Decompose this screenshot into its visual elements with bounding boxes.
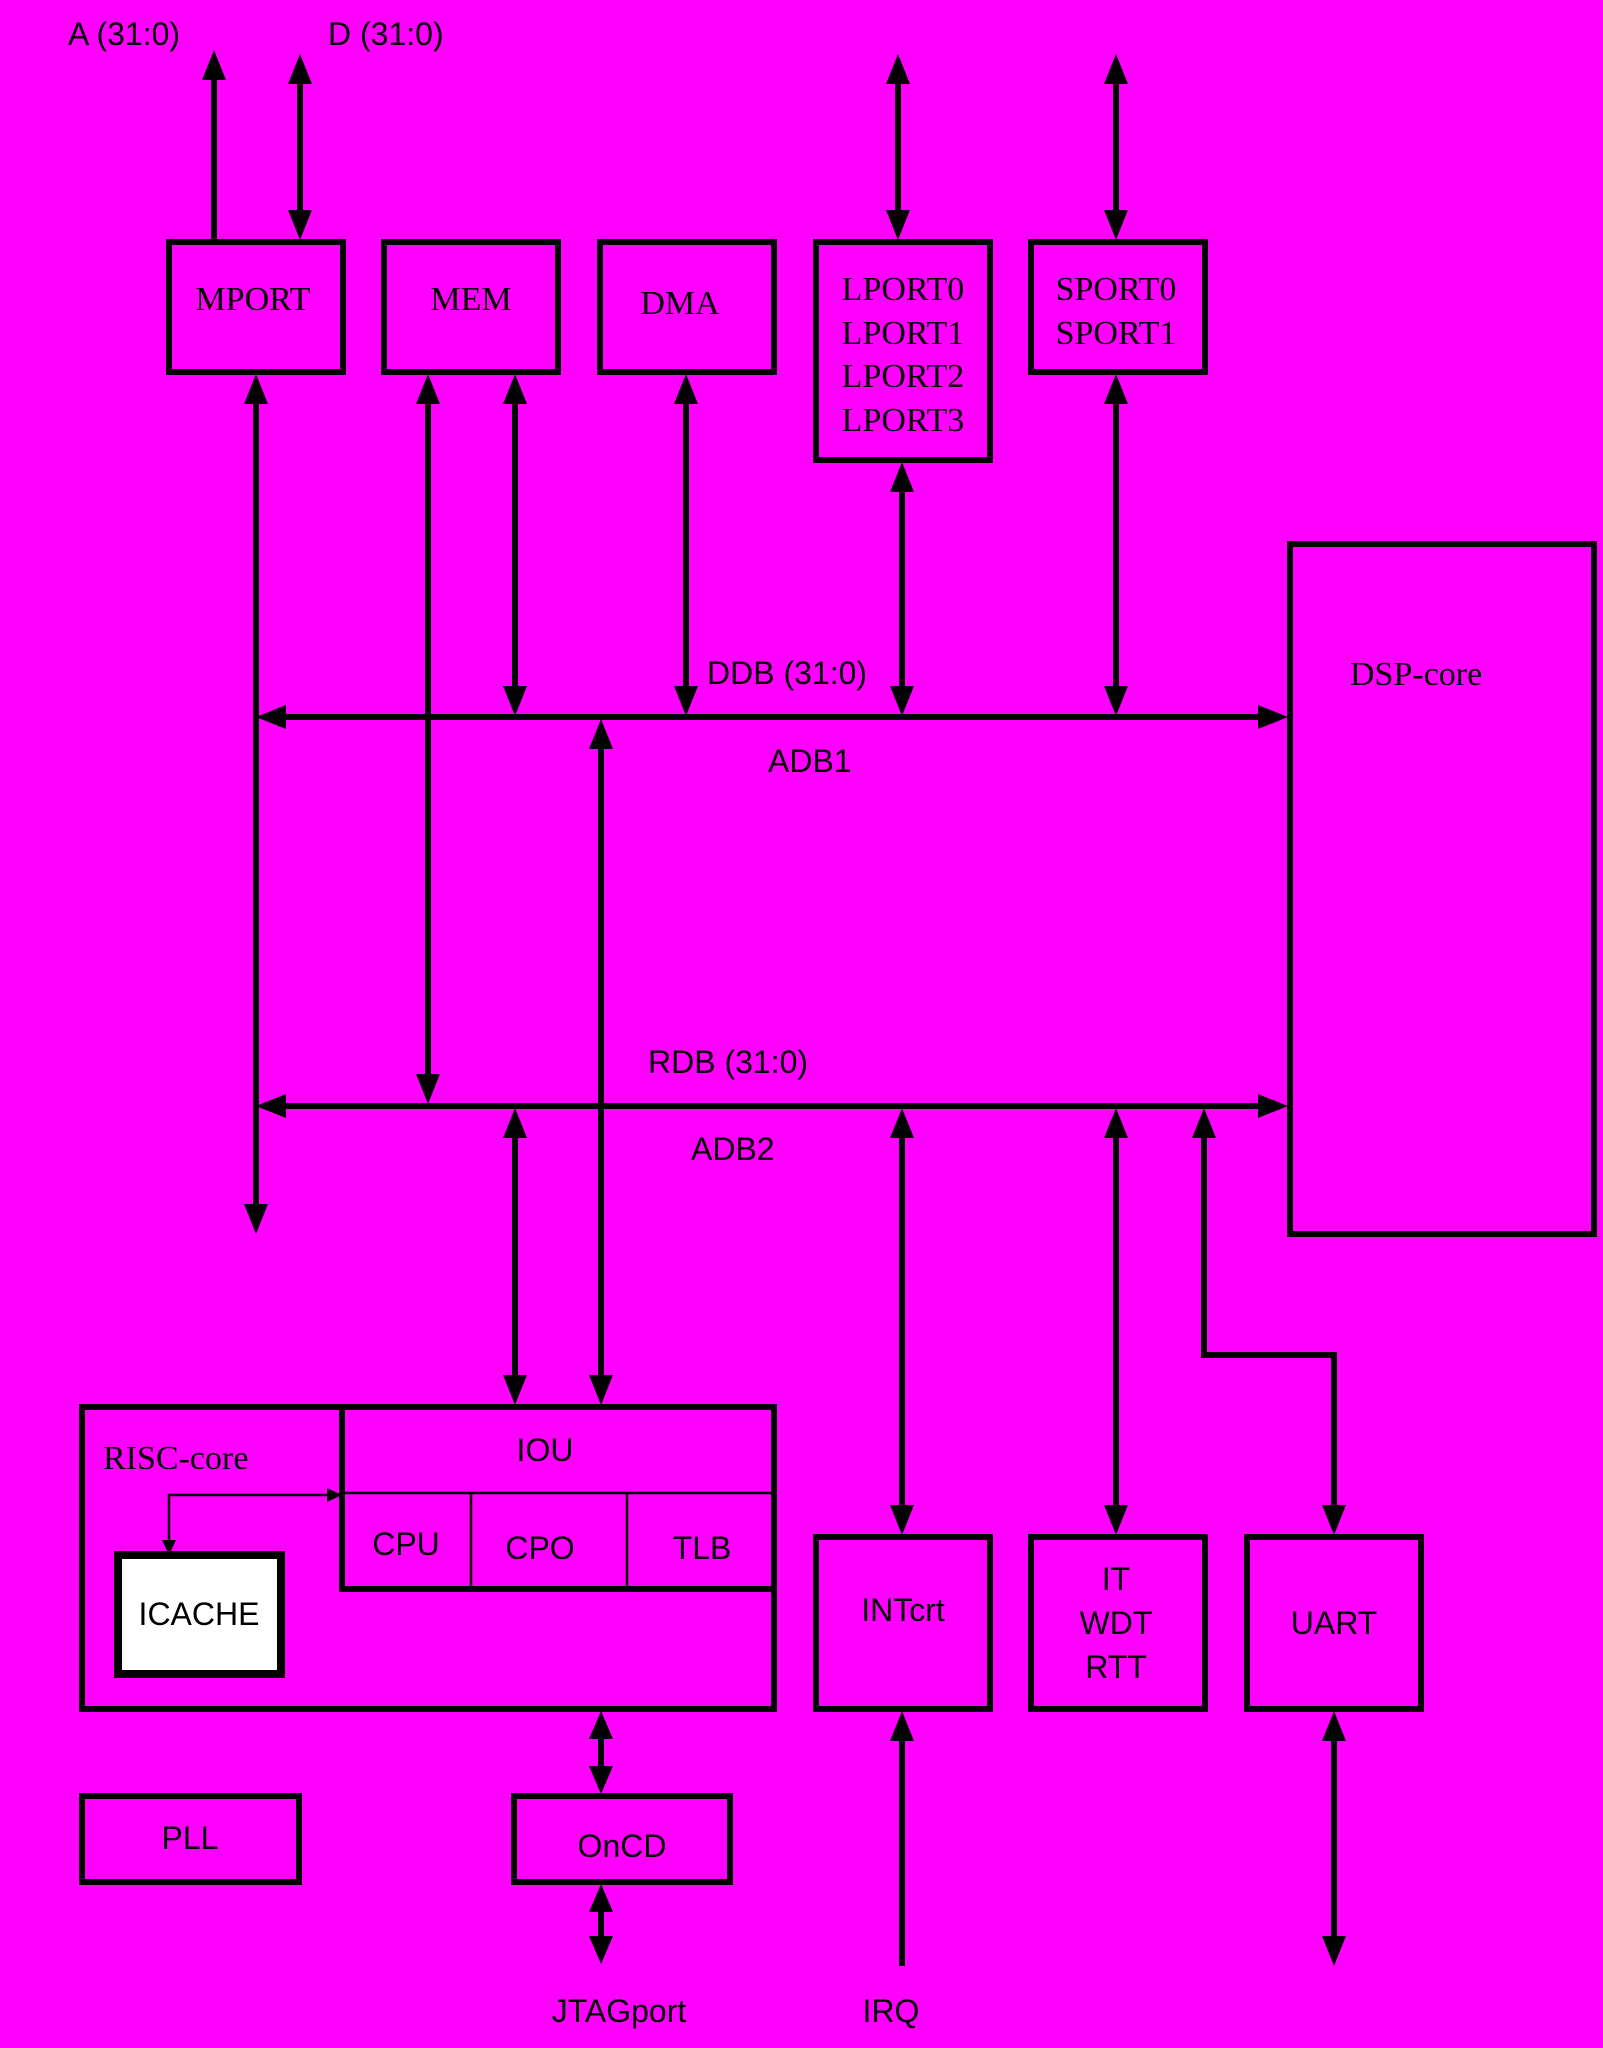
d-bus-label: D (31:0): [328, 16, 444, 52]
jtag-arrow-down: [589, 1936, 613, 1964]
ddb-bus-arrow-left: [256, 705, 286, 729]
sport1-label: SPORT1: [1056, 315, 1177, 352]
sport-ext-arrow-down: [1104, 210, 1128, 240]
iou-ddb-arrow-down: [589, 1375, 613, 1405]
rdb-bus-arrow-right: [1258, 1094, 1288, 1118]
lport-ddb-arrow-up: [890, 462, 914, 492]
mem-ddb-arrow-down: [503, 686, 527, 716]
oncd-block: [511, 1793, 733, 1885]
a-bus-label: A (31:0): [68, 16, 180, 52]
mport-block: [166, 239, 346, 375]
rdb-bus-arrow-left: [256, 1094, 286, 1118]
uart-ext-arrow-up: [1322, 1711, 1346, 1741]
pll-block: [79, 1793, 302, 1885]
iou-rdb-arrow-down: [503, 1375, 527, 1405]
risc-oncd-arrow-down: [589, 1766, 613, 1794]
uart-rdb-arrow-up: [1192, 1108, 1216, 1138]
d-bus-arrow-up: [288, 54, 312, 84]
dma-ddb-arrow-up: [674, 374, 698, 404]
irq-arrow-up: [890, 1711, 914, 1741]
dsp-core-label: DSP-core: [1350, 656, 1482, 693]
a-bus-arrow-up: [202, 50, 226, 80]
tlb-label: TLB: [673, 1530, 732, 1566]
wdt-label: WDT: [1080, 1605, 1153, 1641]
d-bus-arrow-down: [288, 210, 312, 240]
mem-ddb-arrow-up: [503, 374, 527, 404]
icache-link-arrow-down: [162, 1540, 176, 1555]
iou-label: IOU: [517, 1432, 574, 1468]
iou-rdb-arrow-up: [503, 1108, 527, 1138]
sport0-label: SPORT0: [1056, 271, 1177, 308]
ddb-bus-arrow-right: [1258, 705, 1288, 729]
adb1-label: ADB1: [768, 743, 852, 779]
rdb-label: RDB (31:0): [648, 1044, 808, 1080]
sport-ext-arrow-up: [1104, 54, 1128, 84]
uart-ext-arrow-down: [1322, 1936, 1346, 1966]
lport2-label: LPORT2: [842, 358, 965, 395]
risc-oncd-arrow-up: [589, 1711, 613, 1739]
lport0-label: LPORT0: [842, 271, 965, 308]
iou-block: [339, 1404, 777, 1592]
jtag-label: JTAGport: [552, 1993, 687, 2029]
risc-core-label: RISC-core: [103, 1440, 248, 1477]
timers-rdb-arrow-up: [1104, 1108, 1128, 1138]
lport-block: [813, 239, 993, 463]
lport-ddb-arrow-down: [890, 686, 914, 716]
sport-ddb-arrow-down: [1104, 686, 1128, 716]
pll-label: PLL: [162, 1820, 219, 1856]
mport-arrow-down: [244, 1204, 268, 1234]
cpo-label: CPO: [505, 1530, 574, 1566]
dsp-core-block: [1287, 541, 1597, 1237]
icache-link-arrow-right: [327, 1488, 342, 1502]
adb2-label: ADB2: [691, 1131, 775, 1167]
intcrt-rdb-arrow-down: [890, 1505, 914, 1535]
uart-label: UART: [1291, 1605, 1378, 1641]
dma-block: [597, 239, 777, 375]
uart-rdb-line: [1201, 1136, 1337, 1508]
uart-rdb-arrow-down: [1322, 1505, 1346, 1535]
icache-block: [114, 1551, 285, 1678]
lport3-label: LPORT3: [842, 402, 965, 439]
lport1-label: LPORT1: [842, 315, 965, 352]
sport-block: [1028, 239, 1208, 375]
icache-link-line: [167, 1493, 330, 1553]
lport-ext-arrow-up: [886, 54, 910, 84]
timers-rdb-arrow-down: [1104, 1505, 1128, 1535]
mem-rdb-arrow-up: [416, 374, 440, 404]
iou-ddb-arrow-up: [589, 719, 613, 749]
dma-ddb-arrow-down: [674, 686, 698, 716]
icache-label: ICACHE: [139, 1596, 260, 1632]
mem-rdb-arrow-down: [416, 1074, 440, 1104]
cpu-label: CPU: [372, 1526, 440, 1562]
mem-block: [381, 239, 561, 375]
dma-label: DMA: [640, 285, 720, 322]
irq-label: IRQ: [863, 1993, 920, 2029]
intcrt-block: [813, 1534, 993, 1712]
oncd-label: OnCD: [578, 1828, 667, 1864]
lport-ext-arrow-down: [886, 210, 910, 240]
mport-label: MPORT: [195, 281, 310, 318]
it-label: IT: [1102, 1561, 1130, 1597]
jtag-arrow-up: [589, 1884, 613, 1912]
ddb-label: DDB (31:0): [707, 655, 867, 691]
intcrt-label: INTcrt: [861, 1592, 945, 1628]
mport-arrow-up: [244, 374, 268, 404]
uart-block: [1244, 1534, 1424, 1712]
mem-label: MEM: [430, 281, 511, 318]
sport-ddb-arrow-up: [1104, 374, 1128, 404]
intcrt-rdb-arrow-up: [890, 1108, 914, 1138]
rtt-label: RTT: [1085, 1649, 1147, 1685]
timers-block: [1028, 1534, 1208, 1712]
